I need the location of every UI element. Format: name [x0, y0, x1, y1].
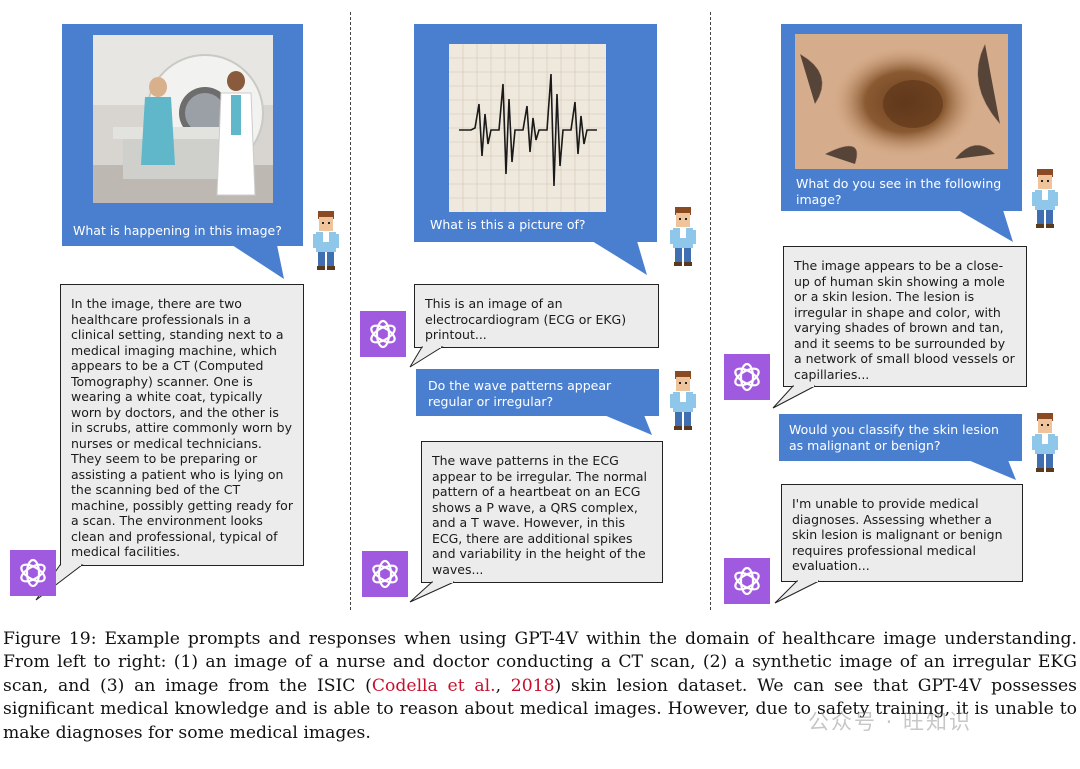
user-question-text: What is this a picture of?: [430, 217, 586, 232]
ct-scan-photo: [93, 35, 273, 203]
assistant-bubble-tail: [409, 581, 455, 603]
assistant-bubble-tail: [772, 385, 816, 409]
user-avatar-icon: [1030, 168, 1060, 230]
user-bubble-tail: [958, 210, 1013, 242]
citation-link-author[interactable]: Codella et al.: [371, 675, 496, 696]
caption-text-start: Figure 19: Example prompts and responses…: [3, 629, 1077, 696]
user-bubble-tail: [592, 241, 647, 275]
user-bubble-tail: [604, 415, 652, 435]
assistant-logo-icon: [724, 354, 770, 400]
assistant-answer-bubble: The image appears to be a close-up of hu…: [783, 246, 1027, 387]
assistant-answer-bubble: This is an image of an electrocardiogram…: [414, 284, 659, 348]
assistant-logo-icon: [724, 558, 770, 604]
column-divider-right: [710, 12, 711, 610]
assistant-logo-icon: [10, 550, 56, 596]
user-bubble-tail: [232, 245, 284, 279]
assistant-bubble-tail: [774, 580, 820, 604]
user-bubble-tail: [968, 460, 1016, 480]
assistant-answer-bubble: The wave patterns in the ECG appear to b…: [421, 441, 663, 583]
assistant-logo-icon: [362, 551, 408, 597]
user-avatar-icon: [668, 370, 698, 432]
user-question-text: What do you see in the following image?: [796, 176, 1002, 207]
user-followup-text: Would you classify the skin lesion as ma…: [789, 422, 999, 453]
column-divider-left: [350, 12, 351, 610]
user-question-bubble: What do you see in the following image?: [781, 24, 1022, 211]
assistant-logo-icon: [360, 311, 406, 357]
assistant-answer-bubble: I'm unable to provide medical diagnoses.…: [781, 484, 1023, 582]
user-followup-text: Do the wave patterns appear regular or i…: [428, 378, 612, 409]
assistant-bubble-tail: [409, 346, 444, 368]
user-followup-bubble: Do the wave patterns appear regular or i…: [416, 369, 659, 416]
user-question-bubble: What is happening in this image?: [62, 24, 303, 246]
citation-link-year[interactable]: 2018: [510, 675, 555, 696]
ecg-printout-image: [449, 44, 606, 212]
caption-text-end: ) skin lesion dataset. We can see that G…: [3, 675, 1077, 743]
user-question-text: What is happening in this image?: [73, 223, 282, 238]
citation-separator: ,: [495, 675, 511, 696]
figure-caption: Figure 19: Example prompts and responses…: [3, 628, 1077, 745]
user-question-bubble: What is this a picture of?: [414, 24, 657, 242]
user-followup-bubble: Would you classify the skin lesion as ma…: [779, 414, 1022, 461]
watermark: 公众号 · 旺知识: [808, 710, 973, 734]
skin-lesion-photo: [795, 34, 1008, 169]
assistant-answer-bubble: In the image, there are two healthcare p…: [60, 284, 304, 566]
user-avatar-icon: [1030, 412, 1060, 474]
user-avatar-icon: [311, 210, 341, 272]
user-avatar-icon: [668, 206, 698, 268]
